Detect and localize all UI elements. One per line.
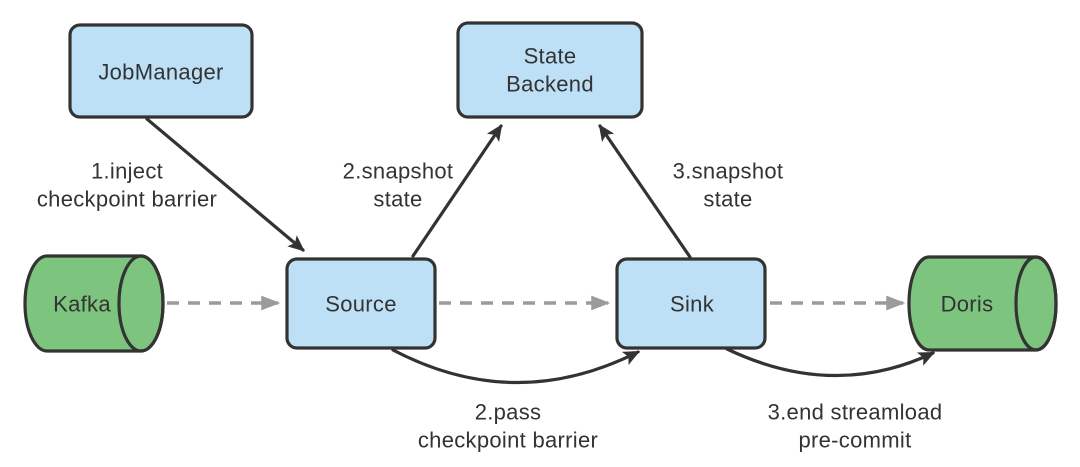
label-snapshot-sink-line2: state bbox=[703, 187, 752, 212]
node-source bbox=[285, 257, 437, 350]
edge-source-snapshot-state bbox=[411, 124, 503, 258]
label-pass-barrier-line1: 2.pass bbox=[475, 400, 542, 425]
label-snapshot-sink-line1: 3.snapshot bbox=[673, 159, 784, 184]
label-pass-barrier-line2: checkpoint barrier bbox=[418, 428, 598, 453]
edge-pass-checkpoint-barrier bbox=[391, 348, 641, 385]
kafka-cylinder-rim bbox=[117, 254, 165, 353]
node-sink-label: Sink bbox=[670, 292, 715, 317]
node-doris-label: Doris bbox=[941, 292, 994, 317]
edge-sink-snapshot-state bbox=[598, 124, 692, 259]
node-source-label: Source bbox=[325, 292, 397, 317]
label-snapshot-source-line1: 2.snapshot bbox=[343, 159, 454, 184]
edge-jobmanager-inject-barrier bbox=[145, 117, 305, 252]
node-jobmanager-label: JobManager bbox=[98, 60, 223, 85]
node-jobmanager bbox=[68, 23, 254, 119]
label-inject-barrier-line1: 1.inject bbox=[91, 159, 163, 184]
label-end-streamload-line1: 3.end streamload bbox=[768, 400, 943, 425]
node-kafka-label: Kafka bbox=[53, 292, 111, 317]
node-state-backend-label-line2: Backend bbox=[506, 72, 594, 97]
label-inject-barrier-line2: checkpoint barrier bbox=[37, 187, 217, 212]
label-snapshot-source-line2: state bbox=[373, 187, 422, 212]
edge-end-streamload-precommit bbox=[725, 347, 936, 378]
node-state-backend-label-line1: State bbox=[524, 44, 577, 69]
doris-cylinder-rim bbox=[1014, 255, 1058, 352]
node-sink bbox=[615, 257, 767, 350]
node-state-backend bbox=[456, 21, 644, 119]
label-end-streamload-line2: pre-commit bbox=[798, 428, 911, 453]
